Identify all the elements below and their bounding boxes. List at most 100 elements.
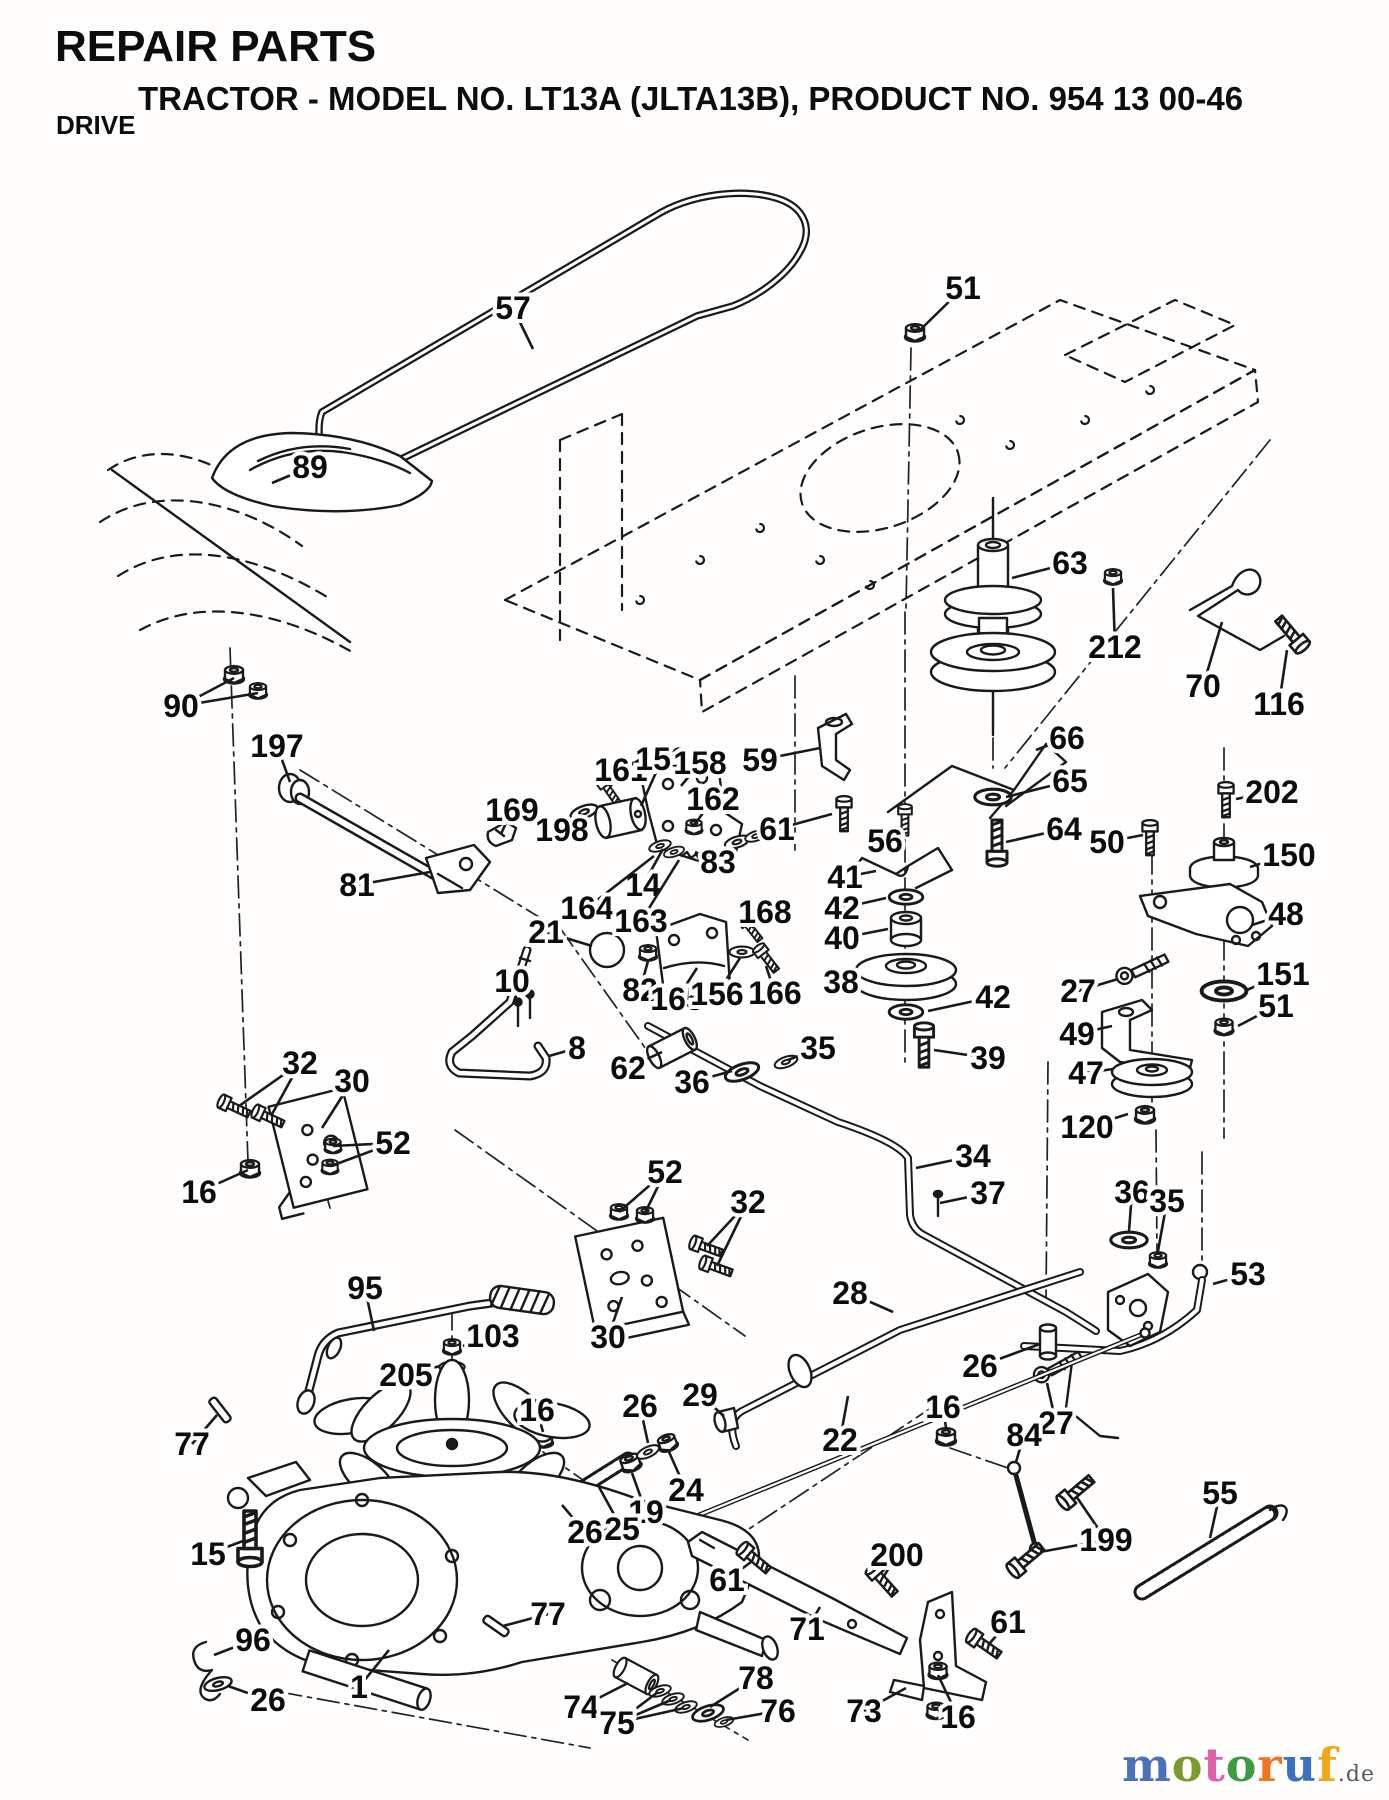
spring-163	[680, 850, 716, 864]
bracket-30a	[267, 1087, 369, 1220]
leader-line-96	[213, 1638, 254, 1657]
leader-line-27	[1077, 977, 1119, 993]
callout-38-22: 38	[823, 964, 859, 1000]
spacer-26a	[1038, 1323, 1058, 1361]
washer-156	[728, 945, 756, 959]
callout-39-28: 39	[970, 1040, 1006, 1076]
leader-line-162	[693, 798, 715, 825]
washer-36b	[1109, 1230, 1149, 1250]
leader-line-200	[882, 1554, 899, 1577]
callout-151-24: 151	[1256, 956, 1309, 992]
leader-line-158	[679, 762, 702, 787]
washer-65	[973, 787, 1013, 807]
leader-line-16	[936, 1674, 960, 1718]
leader-line-82	[638, 960, 650, 991]
leader-line-35	[1156, 1200, 1169, 1252]
nut-52a2	[320, 1158, 340, 1176]
callout-41-18: 41	[827, 859, 863, 895]
leader-line-36	[1127, 1191, 1134, 1232]
clutch-bracket-158	[638, 754, 744, 864]
leader-line-16	[535, 1409, 545, 1433]
leader-line-42	[927, 995, 994, 1013]
leader-line-55	[1208, 1492, 1222, 1539]
bolt-32b2	[696, 1253, 736, 1281]
leader-line-14	[641, 848, 665, 886]
leader-line-28	[849, 1291, 894, 1314]
leader-line-62	[627, 1050, 663, 1070]
callout-169-35: 169	[485, 792, 538, 828]
callout-75-95: 75	[599, 1705, 635, 1741]
nut-16d	[934, 1426, 958, 1447]
callout-73-92: 73	[846, 1693, 882, 1729]
callout-10-44: 10	[494, 963, 530, 999]
callout-202-14: 202	[1245, 774, 1298, 810]
leader-line-164	[586, 854, 655, 910]
leader-line-61	[726, 1560, 752, 1582]
callout-16-63: 16	[925, 1389, 961, 1425]
watermark-word: motoruf	[1122, 1738, 1338, 1792]
bolt-50	[1141, 818, 1159, 857]
callout-164-39: 164	[560, 890, 614, 926]
leader-line-212	[1111, 587, 1117, 648]
leader-line-24	[667, 1451, 688, 1491]
knob-21	[588, 931, 626, 969]
callout-70-7: 70	[1185, 668, 1221, 704]
callout-32-81: 32	[730, 1184, 766, 1220]
callout-47-29: 47	[1068, 1055, 1104, 1091]
leader-line-70	[1201, 621, 1224, 687]
nut-162	[684, 818, 704, 836]
leader-line-52	[330, 1141, 394, 1168]
bolt-116	[1270, 611, 1313, 657]
washer-42b	[887, 1003, 925, 1021]
watermark: motoruf.de	[1122, 1738, 1375, 1792]
watermark-letter: u	[1282, 1738, 1318, 1792]
leader-line-90	[180, 676, 235, 708]
callout-166-48: 166	[748, 975, 801, 1011]
callout-61-89: 61	[709, 1562, 745, 1598]
leader-line-39	[933, 1048, 989, 1060]
bolt-199b	[1003, 1538, 1049, 1581]
callout-77-83: 77	[174, 1426, 210, 1462]
callout-65-11: 65	[1052, 763, 1088, 799]
leader-line-120	[1086, 1112, 1129, 1129]
leader-line-71	[805, 1606, 822, 1630]
bracket-165	[654, 912, 732, 1004]
callout-49-27: 49	[1059, 1016, 1095, 1052]
leader-line-168	[750, 911, 767, 929]
callout-96-85: 96	[235, 1622, 271, 1658]
leader-line-16	[941, 1406, 948, 1429]
callout-16-72: 16	[519, 1392, 555, 1428]
wire-clip-70	[1188, 568, 1286, 652]
callout-120-30: 120	[1060, 1109, 1113, 1145]
leader-line-59	[759, 746, 821, 762]
leader-line-25	[597, 1486, 624, 1530]
nut-90b	[247, 681, 269, 700]
nut-51b	[1213, 1017, 1235, 1037]
callout-35-56: 35	[1149, 1183, 1185, 1219]
washer-151	[1199, 979, 1249, 1003]
leader-line-1	[357, 1649, 391, 1688]
leader-line-166	[764, 965, 777, 994]
belt-keeper-66	[886, 742, 1068, 820]
leader-line-26	[561, 1504, 586, 1533]
leader-line-169	[499, 809, 514, 835]
callout-52-75: 52	[375, 1125, 411, 1161]
callout-27-60: 27	[1038, 1405, 1074, 1441]
leader-line-35	[787, 1046, 819, 1062]
leader-line-26	[227, 1684, 269, 1702]
leader-line-95	[363, 1287, 376, 1332]
callout-51-25: 51	[1258, 988, 1294, 1024]
leader-line-32	[238, 1061, 301, 1108]
callout-36-55: 36	[1114, 1174, 1150, 1210]
leader-line-103	[462, 1334, 494, 1348]
callout-55-98: 55	[1202, 1475, 1238, 1511]
callout-37-54: 37	[970, 1175, 1006, 1211]
watermark-letter: r	[1257, 1738, 1283, 1792]
nut-16a	[238, 1158, 262, 1179]
leader-line-63	[1011, 561, 1071, 580]
callout-198-36: 198	[535, 812, 588, 848]
shift-lever-8	[445, 945, 551, 1081]
callout-199-65: 199	[1079, 1522, 1132, 1558]
callout-103-78: 103	[466, 1318, 519, 1354]
leader-line-32	[715, 1201, 750, 1267]
